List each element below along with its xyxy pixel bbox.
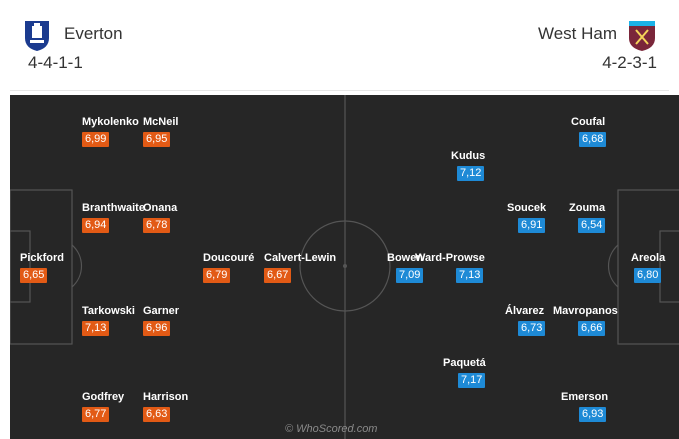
home-team-name[interactable]: Everton — [64, 24, 123, 43]
home-player[interactable]: Tarkowski 7,13 — [82, 305, 135, 336]
player-name: Onana — [143, 202, 178, 214]
player-name: Pickford — [20, 252, 65, 264]
away-team-name[interactable]: West Ham — [537, 24, 617, 43]
player-rating: 6,66 — [578, 321, 606, 336]
home-player[interactable]: Godfrey 6,77 — [82, 391, 124, 422]
player-name: Mavropanos — [553, 305, 618, 317]
away-player[interactable]: Kudus 7,12 — [451, 150, 485, 181]
player-name: Branthwaite — [82, 202, 145, 214]
player-rating: 6,63 — [143, 407, 171, 422]
player-name: Soucek — [507, 202, 547, 214]
home-player[interactable]: McNeil 6,95 — [143, 116, 178, 147]
home-player[interactable]: Doucouré 6,79 — [203, 252, 254, 283]
player-rating: 6,99 — [82, 132, 110, 147]
player-rating: 6,54 — [578, 218, 606, 233]
pitch-lines — [10, 95, 679, 439]
player-rating: 7,13 — [456, 268, 484, 283]
home-player[interactable]: Mykolenko 6,99 — [82, 116, 139, 147]
away-player[interactable]: Paquetá 7,17 — [443, 357, 486, 388]
player-rating: 7,13 — [82, 321, 110, 336]
away-player[interactable]: Zouma 6,54 — [569, 202, 606, 233]
player-rating: 6,65 — [20, 268, 48, 283]
player-name: Paquetá — [443, 357, 486, 369]
player-name: McNeil — [143, 116, 179, 128]
away-player[interactable]: Bowen 7,09 — [387, 252, 424, 283]
player-rating: 6,68 — [579, 132, 607, 147]
home-player[interactable]: Onana 6,78 — [143, 202, 177, 233]
player-rating: 6,93 — [579, 407, 607, 422]
home-player[interactable]: Calvert-Lewin 6,67 — [264, 252, 336, 283]
player-name: Harrison — [143, 391, 189, 403]
player-rating: 7,09 — [396, 268, 424, 283]
away-player[interactable]: Soucek 6,91 — [507, 202, 546, 233]
player-rating: 6,77 — [82, 407, 110, 422]
home-player[interactable]: Harrison 6,63 — [143, 391, 188, 422]
home-player[interactable]: Pickford 6,65 — [20, 252, 64, 283]
west-ham-crest-icon — [629, 21, 655, 51]
player-name: Tarkowski — [82, 305, 135, 317]
player-rating: 7,17 — [458, 373, 486, 388]
player-rating: 6,95 — [143, 132, 171, 147]
away-player[interactable]: Coufal 6,68 — [571, 116, 607, 147]
player-name: Kudus — [451, 150, 486, 162]
player-rating: 6,79 — [203, 268, 231, 283]
player-name: Bowen — [387, 252, 424, 264]
pitch: Mykolenko 6,99 McNeil 6,95 Branthwaite 6… — [10, 95, 679, 439]
away-player[interactable]: Mavropanos 6,66 — [553, 305, 618, 336]
player-name: Areola — [631, 252, 666, 264]
home-player[interactable]: Branthwaite 6,94 — [82, 202, 145, 233]
everton-crest-icon — [25, 21, 49, 51]
player-name: Godfrey — [82, 391, 125, 403]
player-name: Mykolenko — [82, 116, 139, 128]
match-header: Everton 4-4-1-1 West Ham 4-2-3-1 — [10, 4, 669, 91]
away-player[interactable]: Emerson 6,93 — [561, 391, 608, 422]
player-name: Calvert-Lewin — [264, 252, 337, 264]
home-player[interactable]: Garner 6,96 — [143, 305, 179, 336]
home-formation: 4-4-1-1 — [28, 53, 83, 72]
player-rating: 6,67 — [264, 268, 292, 283]
player-name: Zouma — [569, 202, 606, 214]
player-rating: 6,94 — [82, 218, 110, 233]
player-name: Emerson — [561, 391, 609, 403]
player-rating: 6,96 — [143, 321, 171, 336]
player-name: Álvarez — [505, 305, 545, 317]
player-rating: 6,80 — [634, 268, 662, 283]
away-player[interactable]: Areola 6,80 — [631, 252, 665, 283]
away-player[interactable]: Álvarez 6,73 — [505, 305, 546, 336]
player-rating: 6,91 — [518, 218, 546, 233]
watermark: © WhoScored.com — [285, 423, 378, 435]
away-player[interactable]: Ward-Prowse 7,13 — [415, 252, 485, 283]
player-rating: 7,12 — [457, 166, 485, 181]
away-formation: 4-2-3-1 — [602, 53, 657, 72]
player-name: Coufal — [571, 116, 606, 128]
player-name: Doucouré — [203, 252, 255, 264]
player-name: Garner — [143, 305, 180, 317]
player-rating: 6,78 — [143, 218, 171, 233]
player-rating: 6,73 — [518, 321, 546, 336]
player-name: Ward-Prowse — [415, 252, 485, 264]
